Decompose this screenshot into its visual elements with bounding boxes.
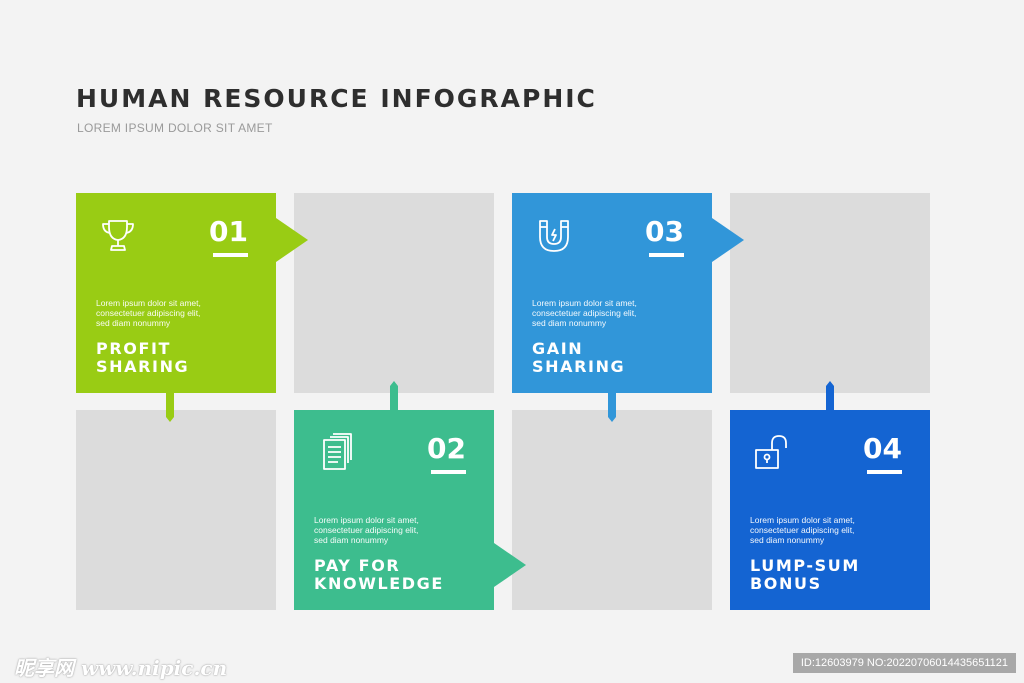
step-label: GAIN SHARING <box>532 339 626 376</box>
step-card-01: 01 Lorem ipsum dolor sit amet, consectet… <box>76 193 276 393</box>
connector-stem <box>608 393 616 422</box>
documents-icon <box>323 433 352 470</box>
empty-tile <box>730 193 930 393</box>
arrow-right <box>494 543 526 587</box>
step-card-02: 02 Lorem ipsum dolor sit amet, consectet… <box>294 410 494 610</box>
step-description: Lorem ipsum dolor sit amet, consectetuer… <box>96 298 201 328</box>
step-label: PAY FOR KNOWLEDGE <box>314 556 444 593</box>
step-label: LUMP-SUM BONUS <box>750 556 860 593</box>
connector-stem <box>390 381 398 410</box>
connector-stem <box>826 381 834 410</box>
number-underline <box>213 253 248 257</box>
step-description: Lorem ipsum dolor sit amet, consectetuer… <box>532 298 637 328</box>
arrow-right <box>712 218 744 262</box>
step-number: 02 <box>427 432 466 465</box>
number-underline <box>431 470 466 474</box>
unlocked-padlock-icon <box>755 435 787 469</box>
step-number: 03 <box>645 215 684 248</box>
arrow-right <box>276 218 308 262</box>
watermark-logo: 昵享网 www.nipic.cn <box>14 656 228 680</box>
connector-stem <box>166 393 174 422</box>
magnet-icon <box>539 220 569 252</box>
step-description: Lorem ipsum dolor sit amet, consectetuer… <box>750 515 855 545</box>
watermark-id: ID:12603979 NO:20220706014435651121 <box>792 653 1016 673</box>
page-title: HUMAN RESOURCE INFOGRAPHIC <box>76 84 597 113</box>
number-underline <box>649 253 684 257</box>
step-number: 01 <box>209 215 248 248</box>
empty-tile <box>294 193 494 393</box>
step-label: PROFIT SHARING <box>96 339 190 376</box>
number-underline <box>867 470 902 474</box>
step-number: 04 <box>863 432 902 465</box>
trophy-icon <box>102 220 134 251</box>
step-card-04: 04 Lorem ipsum dolor sit amet, consectet… <box>730 410 930 610</box>
page-subtitle: LOREM IPSUM DOLOR SIT AMET <box>77 121 273 135</box>
step-description: Lorem ipsum dolor sit amet, consectetuer… <box>314 515 419 545</box>
step-card-03: 03 Lorem ipsum dolor sit amet, consectet… <box>512 193 712 393</box>
empty-tile <box>512 410 712 610</box>
empty-tile <box>76 410 276 610</box>
